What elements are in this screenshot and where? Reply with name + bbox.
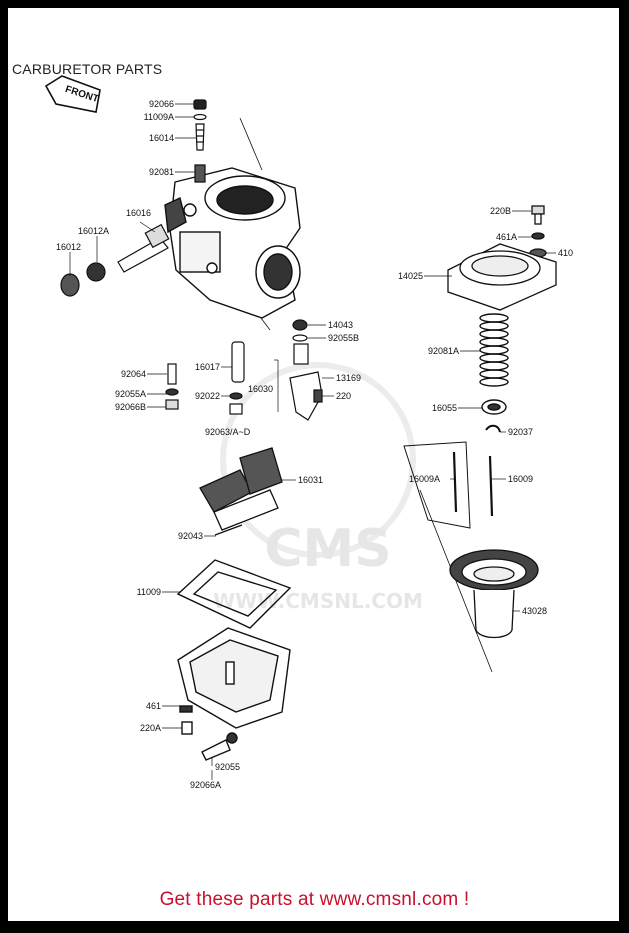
- label-16009a: 16009A: [409, 474, 440, 484]
- label-16016: 16016: [126, 208, 151, 218]
- leader-lines: [69, 103, 556, 780]
- label-92037: 92037: [508, 427, 533, 437]
- label-14025: 14025: [398, 271, 423, 281]
- top-screw-stack: [193, 99, 207, 183]
- label-92066a: 92066A: [190, 780, 221, 790]
- label-14043: 14043: [328, 320, 353, 330]
- left-plunger-parts: [60, 223, 170, 297]
- gasket: [176, 559, 292, 629]
- label-16012: 16012: [56, 242, 81, 252]
- diagram-sheet: [8, 8, 619, 921]
- label-461a-top: 461A: [496, 232, 517, 242]
- label-92022: 92022: [195, 391, 220, 401]
- label-92055b: 92055B: [328, 333, 359, 343]
- label-92055a: 92055A: [115, 389, 146, 399]
- label-16017: 16017: [195, 362, 220, 372]
- jet-needle-group: [403, 441, 494, 529]
- label-11009a-top: 11009A: [144, 112, 174, 122]
- label-220a: 220A: [140, 723, 161, 733]
- label-92081: 92081: [149, 167, 174, 177]
- diaphragm-spring: [479, 313, 509, 433]
- float-bowl: [177, 627, 291, 761]
- label-92043: 92043: [178, 531, 203, 541]
- label-410: 410: [558, 248, 573, 258]
- label-92066-top: 92066: [149, 99, 174, 109]
- float-assembly: [199, 447, 283, 536]
- label-220: 220: [336, 391, 351, 401]
- label-16009: 16009: [508, 474, 533, 484]
- label-16030: 16030: [248, 384, 273, 394]
- label-13169: 13169: [336, 373, 361, 383]
- label-92055: 92055: [215, 762, 240, 772]
- label-92066b: 92066B: [115, 402, 146, 412]
- label-16031: 16031: [298, 475, 323, 485]
- watermark-ring: [220, 362, 416, 558]
- part-labels: 92066 11009A 16014 92081 16016 16012A 16…: [56, 99, 573, 790]
- label-92063: 92063/A~D: [205, 427, 251, 437]
- top-cover-assembly: [447, 205, 557, 311]
- footer-cta-link[interactable]: Get these parts at www.cmsnl.com !: [159, 889, 470, 910]
- label-461: 461: [146, 701, 161, 711]
- label-92081a: 92081A: [428, 346, 459, 356]
- label-11009: 11009: [137, 587, 161, 597]
- label-16012a: 16012A: [78, 226, 109, 236]
- carburetor-body: [164, 167, 301, 319]
- label-43028: 43028: [522, 606, 547, 616]
- watermark: CMS WWW.CMSNL.COM: [213, 362, 423, 613]
- diagram-title: CARBURETOR PARTS: [12, 61, 163, 77]
- label-16014: 16014: [149, 133, 174, 143]
- vacuum-piston: [449, 549, 539, 639]
- watermark-brand: CMS: [264, 519, 391, 579]
- label-16055: 16055: [432, 403, 457, 413]
- watermark-url: WWW.CMSNL.COM: [213, 589, 423, 613]
- mid-left-parts: [165, 319, 323, 421]
- label-92064: 92064: [121, 369, 146, 379]
- label-220b: 220B: [490, 206, 511, 216]
- front-arrow-tag: FRONT: [44, 75, 101, 113]
